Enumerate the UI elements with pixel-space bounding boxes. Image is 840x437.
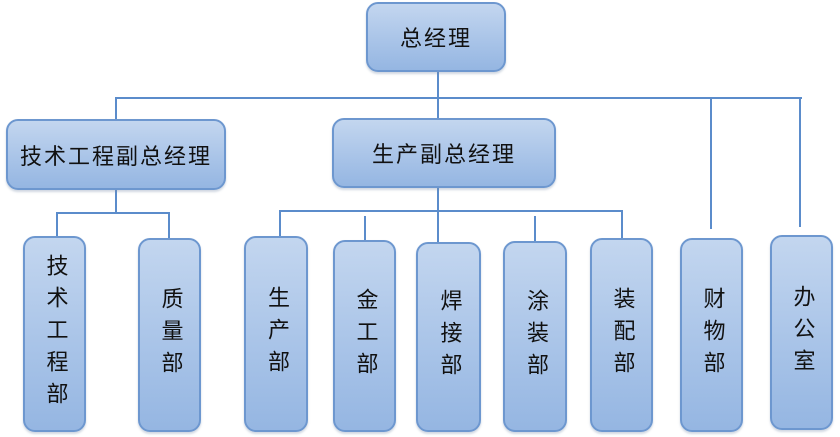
node-production-deputy-gm: 生产副总经理 (332, 118, 556, 188)
node-label: 装配部 (609, 287, 635, 383)
node-painting-dept: 涂装部 (503, 241, 567, 432)
node-label: 技术工程副总经理 (19, 144, 212, 170)
node-assembly-dept: 装配部 (590, 238, 653, 432)
node-metalwork-dept: 金工部 (333, 240, 396, 432)
connector-to-finance (710, 97, 712, 229)
connector-tech-bus (56, 212, 170, 214)
connector-top-bus (116, 97, 802, 99)
connector-prod-deputy-down (437, 188, 439, 243)
node-label: 办公室 (789, 284, 815, 381)
node-welding-dept: 焊接部 (416, 242, 481, 432)
node-tech-engineering-dept: 技术工程部 (23, 236, 86, 432)
connector-to-metalwork-dept (364, 216, 366, 241)
connector-to-quality-dept (168, 212, 170, 239)
connector-tech-deputy-down (115, 190, 117, 214)
connector-to-tech-deputy (115, 97, 117, 120)
node-label: 生产部 (264, 286, 289, 382)
connector-prod-bus (279, 210, 623, 212)
node-label: 财物部 (699, 287, 725, 383)
node-label: 总经理 (399, 27, 472, 52)
connector-to-assembly-dept (621, 210, 623, 239)
node-label: 焊接部 (436, 289, 462, 385)
node-label: 涂装部 (523, 288, 548, 385)
node-general-manager: 总经理 (366, 2, 506, 72)
connector-to-office (799, 97, 801, 227)
connector-to-tech-eng-dept (56, 212, 58, 237)
node-quality-dept: 质量部 (138, 238, 201, 432)
connector-root-down (437, 72, 439, 119)
node-finance-dept: 财物部 (680, 238, 743, 432)
node-label: 技术工程部 (42, 254, 68, 414)
connector-to-production-dept (279, 210, 281, 237)
node-office: 办公室 (770, 235, 833, 430)
node-label: 质量部 (157, 287, 183, 383)
node-label: 生产副总经理 (371, 143, 516, 168)
node-production-dept: 生产部 (244, 236, 308, 432)
node-label: 金工部 (352, 288, 378, 384)
node-tech-deputy-gm: 技术工程副总经理 (6, 119, 226, 190)
connector-to-painting-dept (534, 216, 536, 242)
